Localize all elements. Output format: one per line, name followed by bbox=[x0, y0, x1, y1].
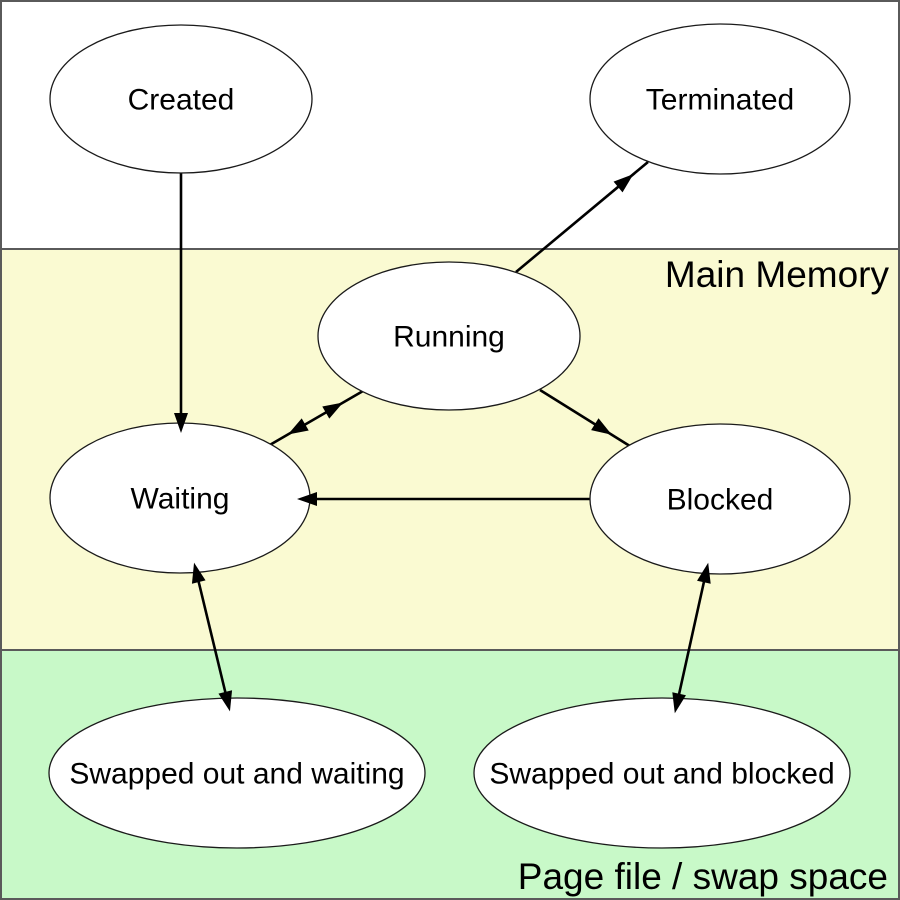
state-ellipse-swapped-waiting bbox=[48, 697, 426, 849]
state-ellipse-blocked bbox=[589, 423, 851, 575]
arrowhead-to-waiting bbox=[287, 418, 309, 435]
edge-running-blocked bbox=[539, 388, 634, 450]
arrowhead-to-waiting bbox=[297, 492, 317, 506]
arrowhead-to-running bbox=[322, 402, 344, 419]
state-ellipse-swapped-blocked bbox=[473, 697, 851, 849]
state-label-created: Created bbox=[128, 84, 235, 117]
state-label-running: Running bbox=[393, 321, 505, 354]
arrowhead-to-swapped-waiting bbox=[218, 690, 233, 712]
arrowhead-to-swapped-blocked bbox=[672, 692, 686, 714]
arrowhead-to-waiting bbox=[174, 413, 188, 433]
state-ellipse-created bbox=[49, 24, 313, 174]
state-ellipse-running bbox=[317, 261, 581, 411]
arrowhead-to-blocked bbox=[697, 562, 711, 584]
state-label-swapped-blocked: Swapped out and blocked bbox=[489, 758, 834, 791]
nodes-layer bbox=[48, 23, 851, 849]
arrowheads-layer bbox=[174, 174, 711, 714]
region-label-main-memory: Main Memory bbox=[665, 254, 890, 295]
state-label-waiting: Waiting bbox=[131, 483, 230, 516]
arrowhead-to-blocked bbox=[591, 418, 612, 435]
state-label-swapped-waiting: Swapped out and waiting bbox=[69, 758, 404, 791]
arrowhead-to-terminated bbox=[613, 174, 634, 193]
state-ellipse-terminated bbox=[589, 23, 851, 175]
region-label-swap-space: Page file / swap space bbox=[518, 856, 888, 897]
state-label-terminated: Terminated bbox=[646, 84, 794, 117]
state-label-blocked: Blocked bbox=[667, 484, 774, 517]
edge-waiting-running bbox=[267, 389, 364, 448]
arrowhead-to-waiting bbox=[191, 562, 206, 584]
